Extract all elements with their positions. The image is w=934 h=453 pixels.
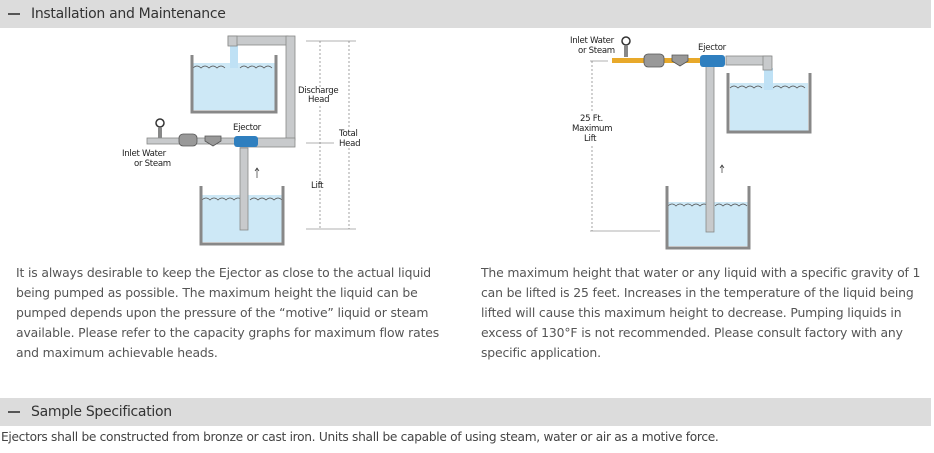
paragraph-ejector-placement: It is always desirable to keep the Eject… <box>16 265 440 360</box>
upper-tank <box>190 55 278 114</box>
paragraph-maximum-height: The maximum height that water or any liq… <box>481 265 921 360</box>
label-inlet: Inlet Water <box>570 36 615 46</box>
section-title: Installation and Maintenance <box>31 6 226 22</box>
discharge-pipe <box>725 55 773 71</box>
water-stream <box>230 44 238 68</box>
label-lift: 25 Ft. <box>580 114 603 124</box>
label-discharge-2: Head <box>308 95 329 105</box>
label-inlet: Inlet Water <box>122 149 167 159</box>
minus-icon[interactable] <box>8 411 20 413</box>
strainer-icon <box>671 54 689 67</box>
diagram-lift-discharge: Inlet Water or Steam Ejector Discharge H… <box>122 35 361 246</box>
discharge-pipe <box>227 35 296 148</box>
label-discharge: Discharge <box>298 86 338 96</box>
section-header-sample-specification[interactable]: Sample Specification <box>0 398 931 426</box>
diagram-maximum-lift: Inlet Water or Steam Ejector 25 Ft. Maxi… <box>570 36 812 250</box>
label-total: Total <box>338 129 358 139</box>
minus-icon[interactable] <box>8 13 20 15</box>
section-header-installation[interactable]: Installation and Maintenance <box>0 0 931 28</box>
upper-tank <box>726 73 812 134</box>
label-ejector: Ejector <box>698 43 727 53</box>
gauge-icon <box>621 36 631 46</box>
suction-pipe <box>705 65 715 233</box>
label-lift-3: Lift <box>584 134 597 144</box>
label-inlet-2: or Steam <box>134 159 171 169</box>
ejector-body <box>700 55 725 67</box>
label-lift: Lift <box>311 181 324 191</box>
valve-icon <box>178 133 198 147</box>
strainer-icon <box>204 135 222 147</box>
ejector-body <box>234 136 258 147</box>
gauge-icon <box>155 118 165 128</box>
label-total-2: Head <box>339 139 360 149</box>
water-stream <box>764 68 773 90</box>
suction-pipe <box>239 147 249 231</box>
label-lift-2: Maximum <box>572 124 612 134</box>
valve-icon <box>643 53 665 68</box>
label-inlet-2: or Steam <box>578 46 615 56</box>
specification-text: Ejectors shall be constructed from bronz… <box>1 430 719 444</box>
label-ejector: Ejector <box>233 123 262 133</box>
section-title: Sample Specification <box>31 404 172 420</box>
